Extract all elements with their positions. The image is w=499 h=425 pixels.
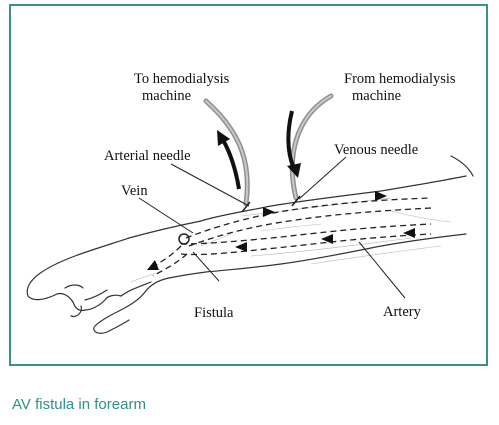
label-to-machine-line1: To hemodialysis [134,71,230,87]
label-fistula: Fistula [194,305,234,321]
arterial-needle-tip [241,201,251,213]
label-from-machine-line2: machine [352,88,402,104]
inflow-arrow [286,110,295,167]
artery-path [150,223,432,277]
label-artery: Artery [383,304,421,320]
label-arterial-needle: Arterial needle [104,148,191,164]
arterial-tube [203,98,250,207]
forearm-illustration [26,93,474,334]
label-to-machine-line2: machine [142,88,192,104]
label-from-machine-line1: From hemodialysis [344,71,456,87]
label-venous-needle: Venous needle [334,142,419,158]
label-vein: Vein [121,183,148,199]
outflow-arrow [221,139,241,190]
fistula-junction [178,233,190,245]
arm-outline [26,155,474,334]
venous-needle-tip [291,195,301,207]
figure-caption: AV fistula in forearm [12,396,146,413]
leader-lines [138,156,406,299]
flow-arrows [147,191,415,270]
diagram-frame: To hemodialysis machine From hemodialysi… [9,4,488,366]
vein-path [185,197,432,247]
